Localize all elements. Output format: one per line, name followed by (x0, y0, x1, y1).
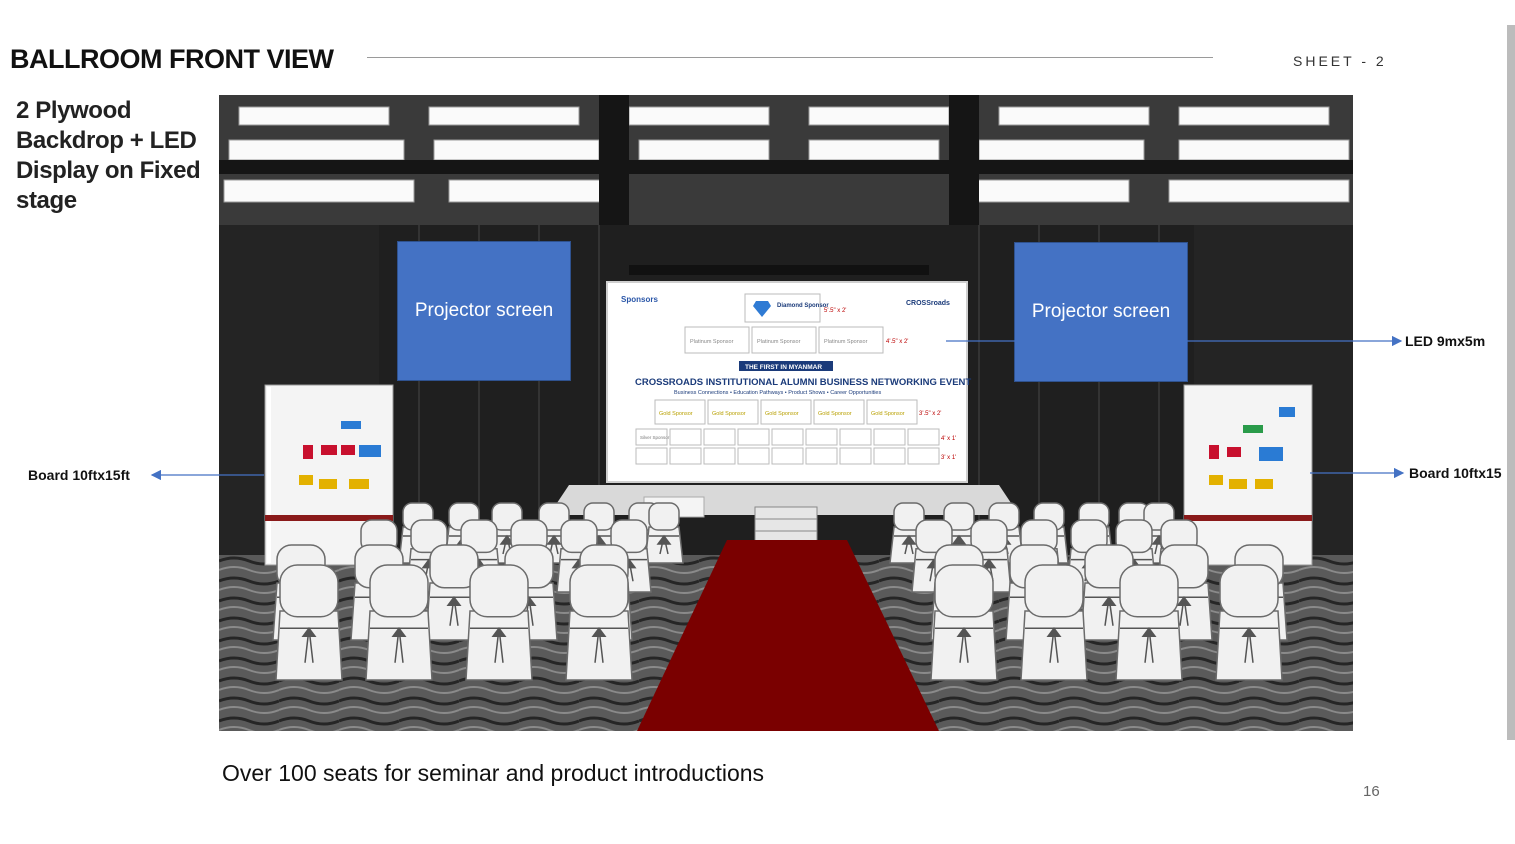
led-gold-2: Gold Sponsor (712, 411, 746, 417)
led-platinum-size: 4'.5" x 2' (886, 339, 908, 345)
page-edge-bar (1507, 25, 1515, 740)
projector-screen-right: Projector screen (1014, 242, 1188, 382)
chair (1115, 564, 1183, 681)
projector-screen-left: Projector screen (397, 241, 571, 381)
led-gold-5: Gold Sponsor (871, 411, 905, 417)
led-diamond: Diamond Sponsor (777, 303, 829, 309)
led-badge: THE FIRST IN MYANMAR (745, 364, 822, 371)
led-platinum-1: Platinum Sponsor (690, 339, 734, 345)
caption: Over 100 seats for seminar and product i… (222, 760, 765, 786)
led-bronze-size: 3' x 1' (941, 455, 956, 461)
chair (275, 564, 343, 681)
chair (1215, 564, 1283, 681)
led-sponsors: Sponsors (621, 295, 658, 304)
led-gold-1: Gold Sponsor (659, 411, 693, 417)
led-platinum-2: Platinum Sponsor (757, 339, 801, 345)
chair (465, 564, 533, 681)
chair (365, 564, 433, 681)
ballroom-render: Sponsors Diamond Sponsor 5'.5" x 2' CROS… (219, 95, 1353, 731)
led-diamond-size: 5'.5" x 2' (824, 308, 846, 314)
subtitle: 2 Plywood Backdrop + LED Display on Fixe… (16, 97, 201, 214)
chair (1020, 564, 1088, 681)
led-event: CROSSROADS INSTITUTIONAL ALUMNI BUSINESS… (635, 377, 971, 388)
led-silver-sample: Silver Sponsor (640, 435, 670, 440)
title-divider (367, 57, 1213, 58)
chair (565, 564, 633, 681)
led-gold-4: Gold Sponsor (818, 411, 852, 417)
chair (644, 502, 684, 564)
right-board (1183, 384, 1313, 566)
led-silver-size: 4' x 1' (941, 436, 956, 442)
sheet-label: SHEET - 2 (1293, 53, 1387, 69)
page-number: 16 (1363, 783, 1380, 800)
callout-board-right: Board 10ftx15 (1409, 465, 1502, 481)
callout-led: LED 9mx5m (1405, 333, 1486, 349)
led-platinum-3: Platinum Sponsor (824, 339, 868, 345)
led-tagline: Business Connections • Education Pathway… (674, 390, 881, 396)
page-title: BALLROOM FRONT VIEW (10, 44, 334, 74)
led-logo: CROSSroads (906, 300, 950, 307)
callout-board-left: Board 10ftx15ft (28, 467, 130, 483)
chair (425, 544, 483, 641)
chair (930, 564, 998, 681)
led-gold-size: 3'.5" x 2' (919, 411, 941, 417)
led-gold-3: Gold Sponsor (765, 411, 799, 417)
